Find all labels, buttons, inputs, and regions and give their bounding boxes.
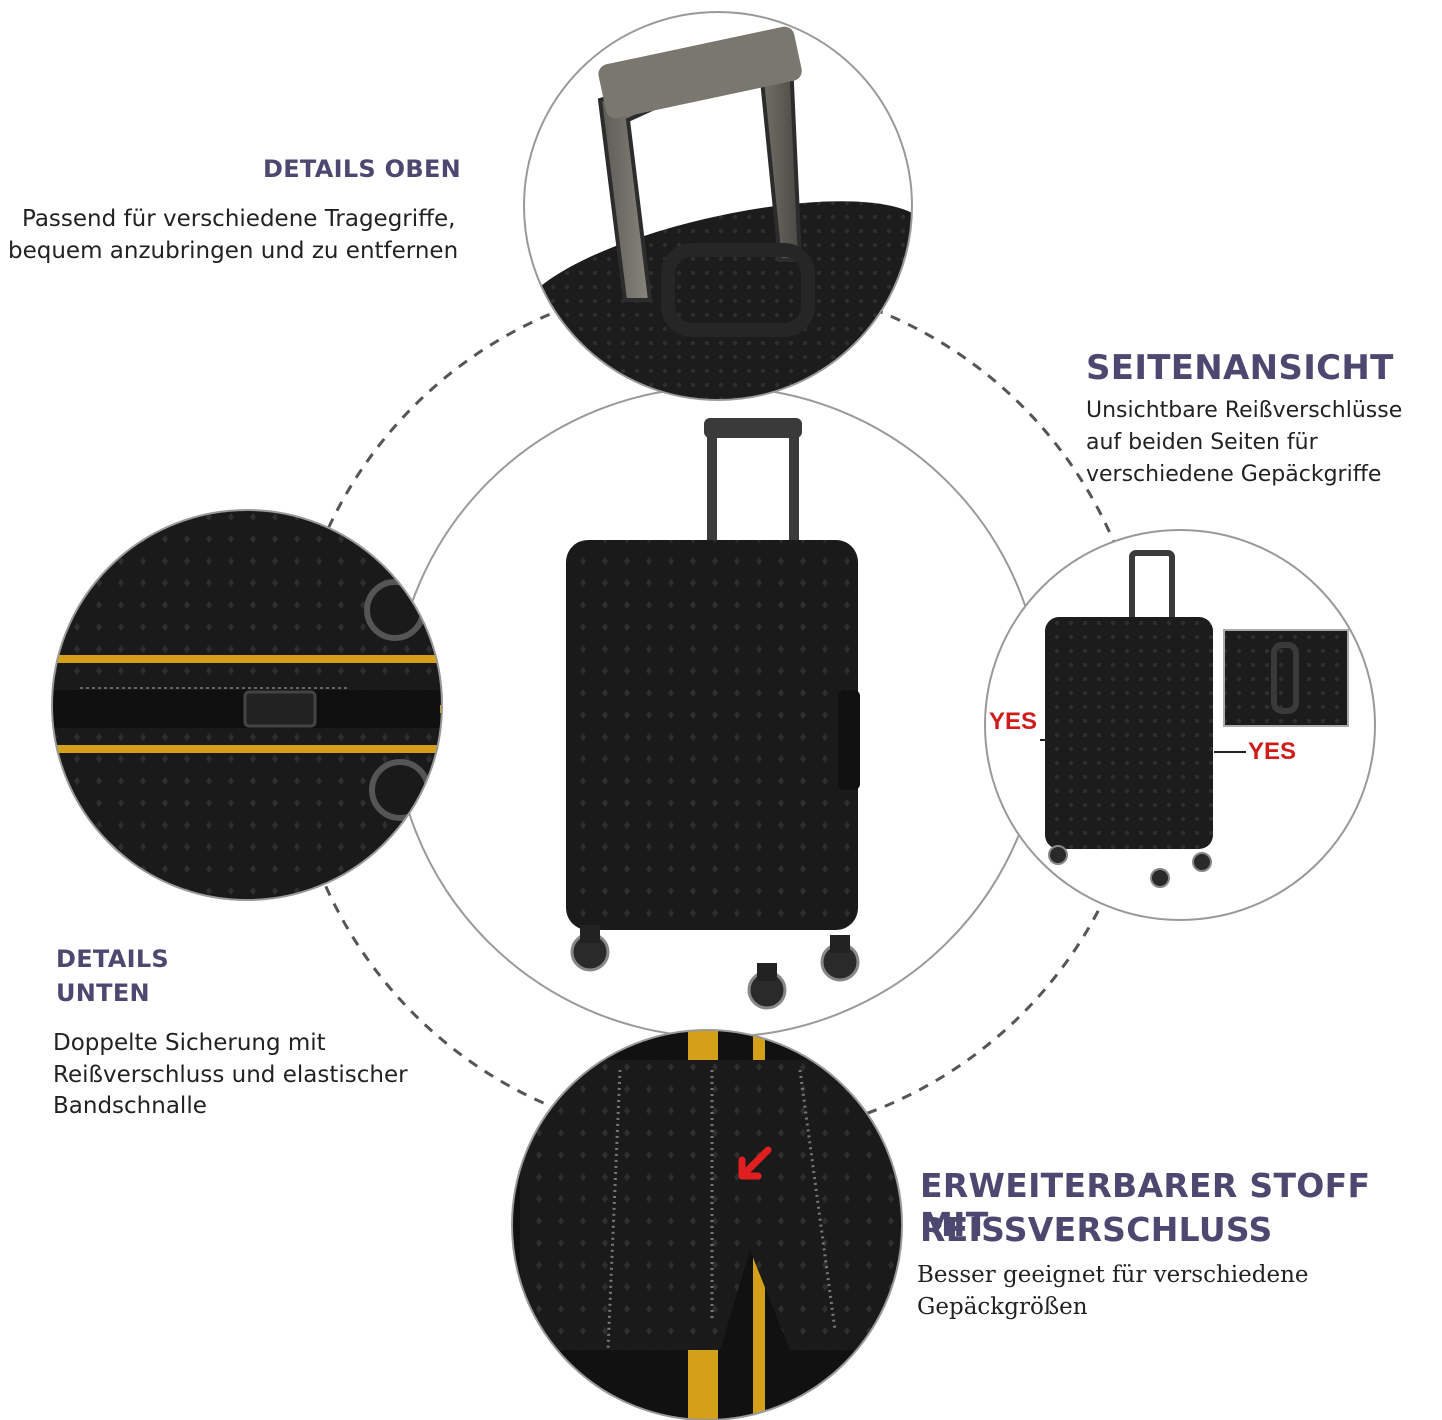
side-line-3: verschiedene Gepäckgriffe <box>1086 462 1382 487</box>
expand-heading-2: REISSVERSCHLUSS <box>920 1210 1273 1249</box>
expand-line-2: Gepäckgrößen <box>917 1294 1088 1320</box>
bottom-heading-1: DETAILS <box>56 945 170 973</box>
side-line-2: auf beiden Seiten für <box>1086 430 1318 455</box>
bottom-heading-2: UNTEN <box>56 979 150 1007</box>
red-arrow-icon <box>738 1146 772 1180</box>
side-yes-label-right: YES <box>1248 738 1297 765</box>
bottom-line-2: Reißverschluss und elastischer <box>53 1062 408 1088</box>
zoom-circle-left <box>52 510 442 900</box>
bottom-line-1: Doppelte Sicherung mit <box>53 1030 326 1056</box>
side-line-1: Unsichtbare Reißverschlüsse <box>1086 398 1403 423</box>
suitcase-main <box>566 418 860 1010</box>
zoom-circle-bottom <box>512 1030 902 1420</box>
top-heading: DETAILS OBEN <box>263 155 462 183</box>
expand-heading-1: ERWEITERBARER STOFF MIT <box>920 1166 1371 1244</box>
top-line-1: Passend für verschiedene Tragegriffe, <box>22 206 456 232</box>
expand-line-1: Besser geeignet für verschiedene <box>917 1262 1309 1288</box>
bottom-line-3: Bandschnalle <box>53 1093 207 1119</box>
zoom-circle-right <box>1040 550 1349 888</box>
side-heading: SEITENANSICHT <box>1086 348 1394 388</box>
top-line-2: bequem anzubringen und zu entfernen <box>8 238 459 264</box>
side-yes-label-left: YES <box>989 708 1038 735</box>
